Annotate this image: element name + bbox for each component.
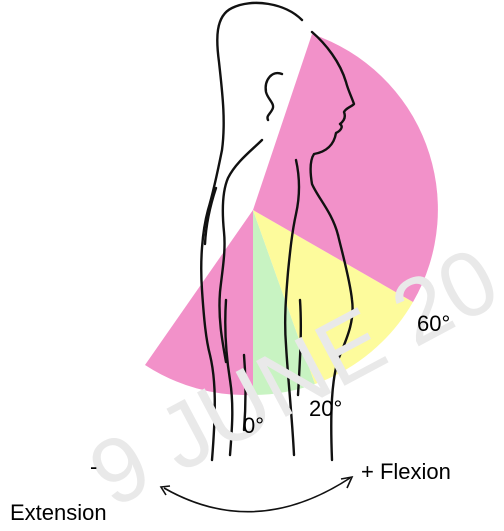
label-flexion: + Flexion (361, 459, 451, 484)
label-60-degrees: 60° (417, 311, 450, 336)
label-20-degrees: 20° (309, 396, 342, 421)
label-extension: Extension (10, 500, 107, 525)
label-minus: - (90, 454, 97, 479)
label-0-degrees: 0° (243, 413, 264, 438)
